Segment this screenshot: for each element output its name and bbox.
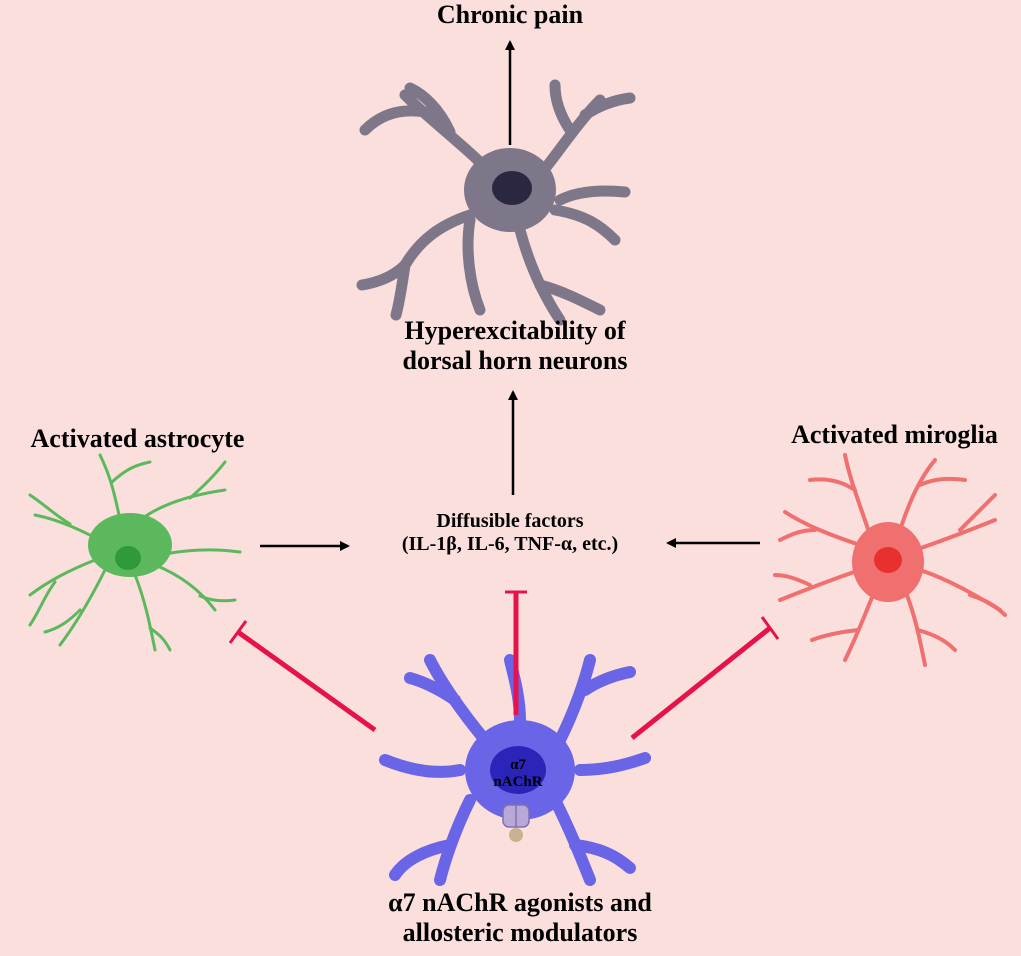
agonists-modulators-label: α7 nAChR agonists and allosteric modulat… xyxy=(310,888,730,948)
diffusible-factors-line-1: Diffusible factors xyxy=(436,510,584,532)
hyperexcitability-line-2: dorsal horn neurons xyxy=(402,345,628,375)
activated-astrocyte-icon xyxy=(28,453,242,652)
diffusible-factors-label: Diffusible factors (IL-1β, IL-6, TNF-α, … xyxy=(350,510,670,556)
activated-astrocyte-label: Activated astrocyte xyxy=(30,424,245,453)
nachr-receptor-icon xyxy=(502,804,530,842)
alpha7-nachr-cell-icon xyxy=(379,654,651,886)
inhibit-diffusible-factors xyxy=(505,590,527,715)
activation-arrows xyxy=(260,40,760,551)
hyperexcitability-label: Hyperexcitability of dorsal horn neurons xyxy=(310,316,720,376)
activated-microglia-label: Activated miroglia xyxy=(791,420,998,449)
activated-microglia-icon xyxy=(773,453,1007,667)
nachr-receptor-line-2: nAChR xyxy=(493,773,543,790)
hyperexcitability-line-1: Hyperexcitability of xyxy=(404,316,626,345)
nachr-receptor-line-1: α7 xyxy=(510,757,526,773)
inhibit-microglia xyxy=(630,616,780,740)
diffusible-factors-line-2: (IL-1β, IL-6, TNF-α, etc.) xyxy=(401,533,619,555)
chronic-pain-label: Chronic pain xyxy=(436,0,584,29)
agonists-line-1: α7 nAChR agonists and xyxy=(388,888,652,917)
nachr-receptor-label: α7 nAChR xyxy=(478,757,558,790)
agonists-line-2: allosteric modulators xyxy=(402,917,638,947)
dorsal-horn-neuron-icon xyxy=(356,79,636,326)
inhibit-astrocyte xyxy=(228,620,377,733)
inhibition-lines xyxy=(228,590,780,740)
